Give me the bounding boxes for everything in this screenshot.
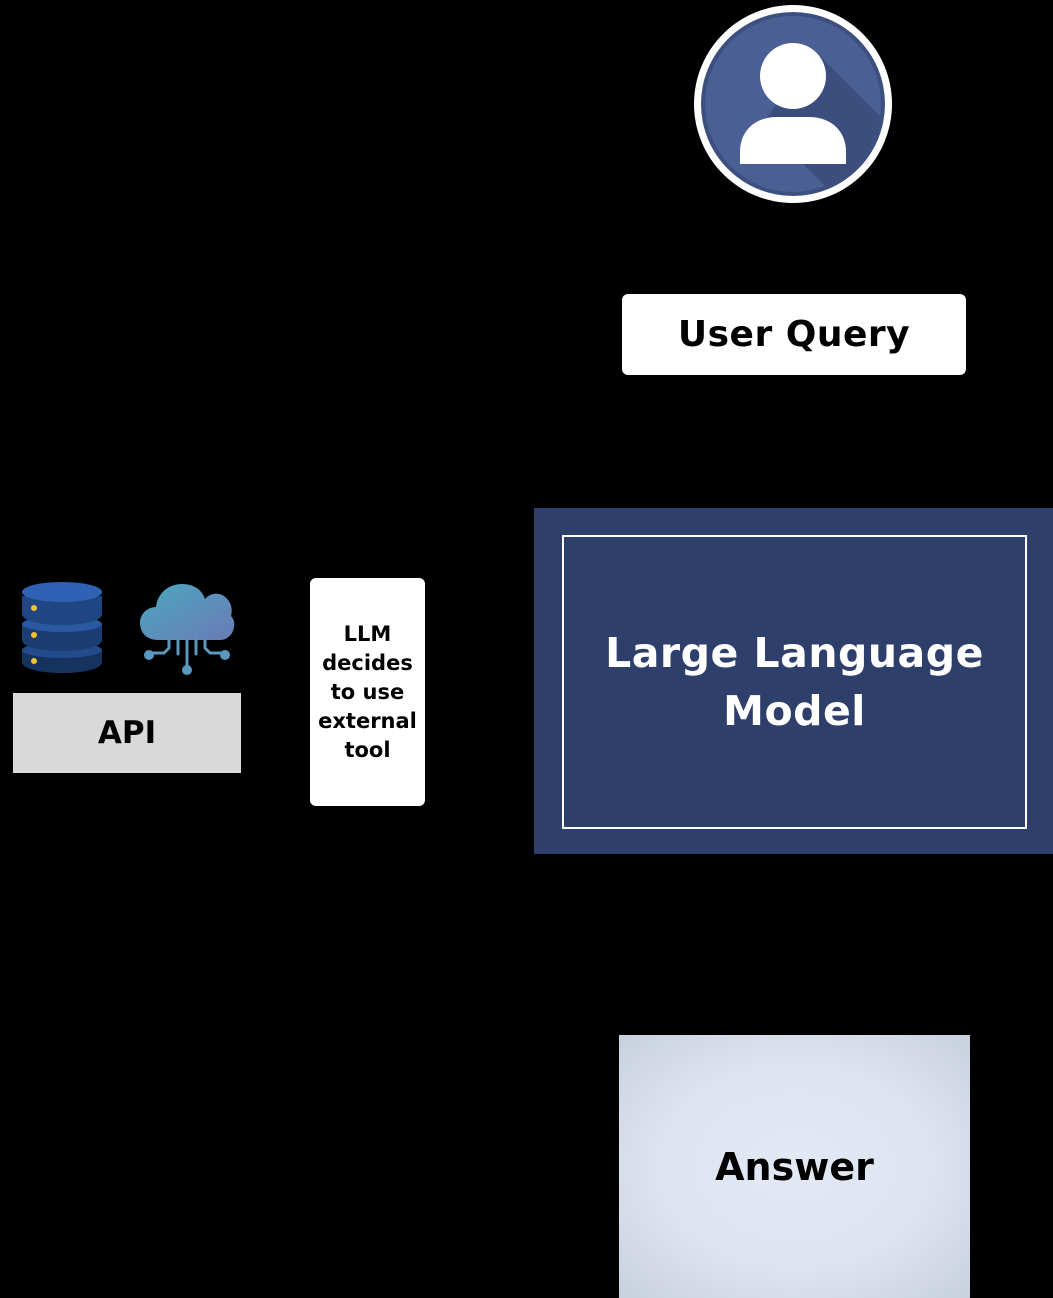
api-box: API [13, 693, 241, 773]
user-query-box: User Query [622, 294, 966, 375]
api-label: API [97, 715, 157, 751]
user-query-label: User Query [677, 314, 911, 355]
answer-box: Answer [619, 1035, 970, 1298]
decision-label: LLM decides to use external tool [318, 621, 417, 762]
llm-panel: Large Language Model [534, 508, 1053, 854]
cloud-network-icon [138, 578, 236, 678]
user-avatar-icon [693, 4, 893, 204]
llm-label: Large Language Model [605, 629, 984, 735]
database-server-icon [20, 580, 104, 675]
answer-label: Answer [715, 1144, 874, 1189]
llm-inner-frame: Large Language Model [562, 535, 1027, 829]
decision-box: LLM decides to use external tool [310, 578, 425, 806]
